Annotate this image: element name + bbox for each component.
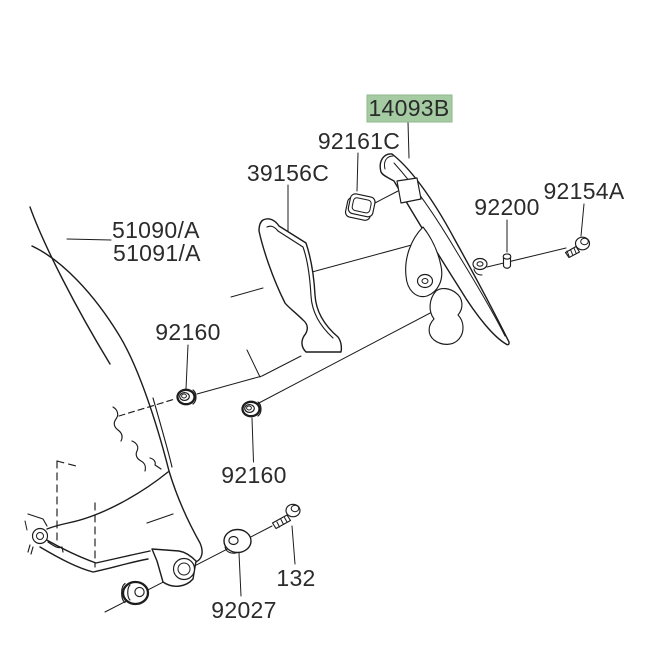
part-label-51091A[interactable]: 51091/A [113,240,201,266]
screw-132 [271,503,301,530]
fairing-lower-lip [39,546,149,573]
grommet-mid-arc [127,584,131,601]
part-label-92200[interactable]: 92200 [474,194,539,220]
latch-tick-upper [24,520,28,531]
fit-line-grommet2 [256,299,456,405]
pin-92200 [502,253,512,269]
latch-tick-left [27,544,34,555]
grommet-hole [181,393,187,399]
leader-92161C [356,152,359,192]
cover-mid-boss [416,273,434,289]
part-label-92161C[interactable]: 92161C [318,128,400,154]
pin-body [502,256,512,269]
screw-shank [271,514,292,530]
fasteners [121,193,591,606]
part-label-51090A[interactable]: 51090/A [112,217,200,243]
boss-squiggle-2 [131,440,146,472]
pad-39156C [258,218,343,353]
fairing-shroud [24,206,203,573]
grommet-92160-lower [241,400,262,418]
knob-inner-line [351,197,372,214]
screw-threads [276,517,288,528]
boss-squiggle-1 [112,406,123,442]
cover-screw-boss [472,257,488,271]
pin-top [502,253,512,260]
fairing-mount-tab [151,548,197,587]
grommet-bottom [121,580,150,606]
grommet-flange [121,582,126,604]
cover-screw-boss-hole [476,261,484,267]
leader-92027 [238,552,242,597]
grommet-flange [192,389,197,405]
boss-squiggle-3 [149,457,162,470]
grommet-mid [244,404,255,413]
cover-hook-inner [384,155,394,170]
part-label-92160-upper[interactable]: 92160 [155,319,220,345]
cover-mid-boss-hole [421,278,429,284]
fairing-upper-lip [44,538,151,564]
knob-fit-line [374,190,399,204]
knob-92161C [344,193,376,221]
highlight-box-14093B[interactable] [366,94,453,123]
mount-tab-ring-inner [177,562,191,576]
screw-head-top [290,504,300,513]
part-labels: 14093B 92161C 39156C 51090/A 51091/A 922… [112,94,625,623]
fairing-band-top-edge [46,471,169,530]
collar-outer [223,528,252,554]
screw-head [285,503,301,518]
fit-line-pad-short [246,349,261,378]
fit-line-grommet1 [196,355,302,395]
screw-92154A [564,236,591,259]
collar-hole [228,535,239,546]
hidden-line-to-grommet [118,398,176,417]
fit-line-to-cover-upper [311,242,420,273]
leader-92160-lower [251,417,254,463]
grommet-92160-upper [176,388,197,406]
part-label-14093B[interactable]: 14093B [368,95,449,121]
leader-lines [66,121,585,597]
latch-ring-inner [36,532,44,540]
fairing-panel-line [146,513,174,524]
mount-tab-ring-outer [172,557,196,581]
pad-outline [258,218,343,353]
latch-arm-top [27,513,48,527]
cover-foot-bracket [428,287,464,345]
axis-92200-92154A [486,247,567,268]
part-label-92154A[interactable]: 92154A [543,178,624,204]
grommet-flange [257,401,262,417]
part-label-132[interactable]: 132 [276,565,315,591]
leader-92160-upper [185,344,189,390]
collar-thickness-arc [224,546,237,554]
hidden-line-top [56,460,81,468]
fairing-outer-curve [29,206,111,365]
part-label-92160-lower[interactable]: 92160 [221,462,286,488]
leader-14093B [407,121,410,159]
screw-head [574,236,591,251]
part-label-92027[interactable]: 92027 [211,597,276,623]
cover-upper-tab [396,177,422,204]
latch-ring-outer [31,527,49,545]
fairing-boss-details [112,406,162,472]
leader-132 [291,525,296,565]
fairing-right-edge [168,470,203,563]
pad-thickness-line [266,225,334,339]
fairing-edge-thickness [152,397,173,468]
cover-screw-boss-side [473,268,483,276]
collar-92027 [223,528,252,554]
fairing-inner-curve [31,245,170,472]
part-label-39156C[interactable]: 39156C [247,160,329,186]
screw-head-top [580,237,589,246]
grommet-mid [179,392,190,401]
cover-14093B [379,153,510,346]
grommet-hole [246,405,252,411]
leader-51090 [66,238,112,241]
fit-line-behind-pad [230,287,264,298]
leader-92154A [580,203,585,237]
screw-threads [566,247,577,257]
fairing-latch-detail [24,513,64,555]
latch-foot-right [47,541,64,553]
grommet-hole [134,586,145,598]
